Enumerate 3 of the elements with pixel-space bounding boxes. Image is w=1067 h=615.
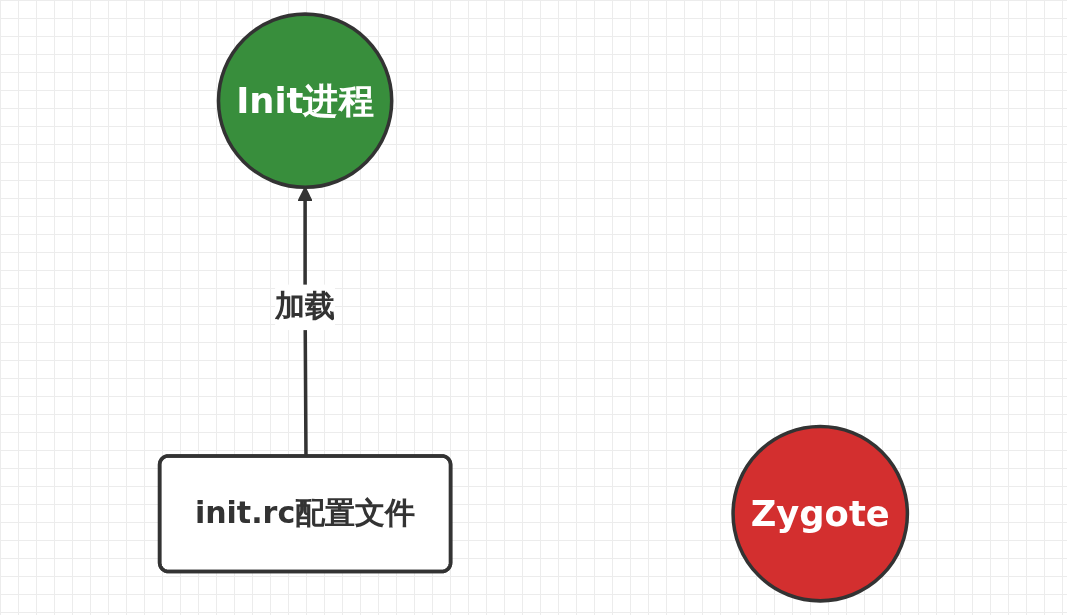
node-circle: Init进程 bbox=[216, 12, 394, 190]
node-circle: Zygote bbox=[731, 424, 910, 603]
edge-label: 加载 bbox=[275, 287, 336, 324]
